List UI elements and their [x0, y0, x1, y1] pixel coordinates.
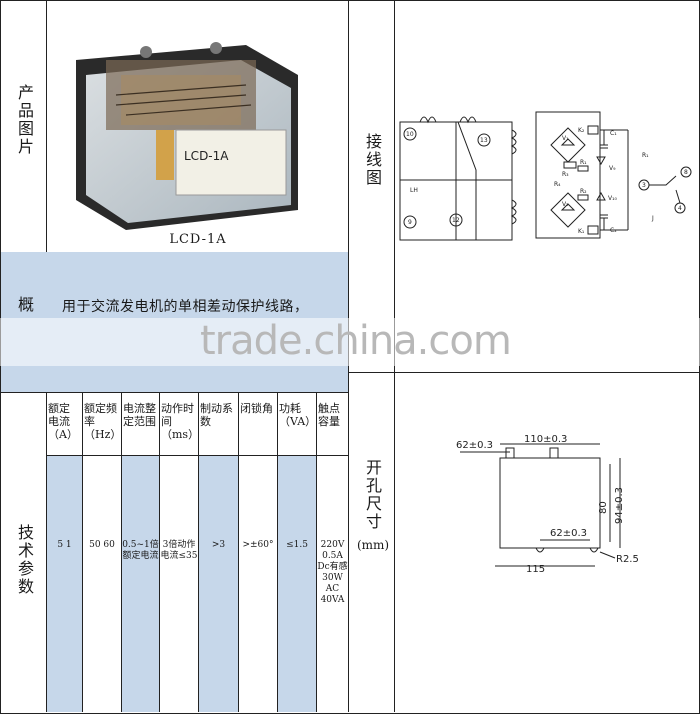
dim-height-outer: 94±0.3	[614, 487, 625, 524]
spec-value: >±60°	[242, 540, 274, 550]
j-label: J	[651, 215, 654, 222]
terminal-4: 4	[678, 205, 682, 212]
dim-bottom-inner: 62±0.3	[550, 528, 587, 539]
terminal-3: 3	[642, 182, 646, 189]
terminal-13: 13	[480, 137, 488, 144]
spec-value: ≤1.5	[286, 540, 308, 550]
spec-column: ≤1.5	[278, 456, 316, 712]
spec-header: 额定频率（Hz）	[84, 402, 122, 441]
dim-top-outer: 110±0.3	[524, 434, 567, 445]
spec-header: 功耗（VA）	[279, 402, 317, 428]
spec-column: 50 60	[83, 456, 121, 712]
grid-line	[159, 392, 160, 712]
grid-line	[316, 392, 317, 712]
watermark-text: trade.china.com	[200, 318, 512, 364]
spec-header: 闭锁角	[240, 402, 273, 415]
overview-text: 用于交流发电机的单相差动保护线路，	[62, 299, 309, 315]
product-caption: LCD-1A	[169, 232, 227, 247]
grid-line	[82, 392, 83, 712]
product-photo: LCD-1A	[76, 42, 298, 230]
r1b-label: R₁	[580, 159, 587, 166]
wiring-label: 接线图	[363, 133, 382, 187]
v1-label: V₁	[562, 135, 569, 142]
dim-radius: R2.5	[616, 554, 639, 565]
spec-column: >±60°	[239, 456, 277, 712]
spec-header: 额定电流（A）	[48, 402, 78, 441]
spec-value: 5 1	[57, 540, 72, 550]
overview-label: 概	[15, 296, 34, 314]
spec-value: 50 60	[89, 540, 115, 550]
grid-line	[238, 392, 239, 712]
r4-label: R₄	[554, 181, 561, 188]
spec-header: 触点容量	[318, 402, 340, 428]
cutout-diagram: 62±0.3 110±0.3 94±0.3 80 62±0.3 115 R2.5	[456, 434, 639, 575]
terminal-10: 10	[406, 131, 414, 138]
spec-column: 220V 0.5A Dc有感 30W AC 40VA	[317, 456, 348, 712]
grid-line	[46, 455, 348, 456]
dim-bottom-outer: 115	[526, 564, 545, 575]
tech-params-label: 技术参数	[15, 524, 34, 596]
terminal-8: 8	[684, 169, 688, 176]
v10-label: V₁₀	[608, 195, 618, 202]
lh-label: LH	[410, 187, 418, 194]
cutout-unit: (mm)	[356, 538, 390, 552]
spec-value: >3	[211, 540, 226, 550]
k2-label: K₂	[578, 127, 585, 134]
dim-top-width: 62±0.3	[456, 440, 493, 451]
dim-height-inner: 80	[598, 501, 609, 514]
watermark: trade.china.com	[0, 318, 700, 366]
r1-label: R₁	[642, 152, 649, 159]
spec-header: 电流整定范围	[123, 402, 156, 428]
wiring-diagram: 10 13 9 12 LH K₂ C₁ R₁ R₁ R₃ R₄ R₂ V₁ V₂…	[399, 111, 692, 241]
grid-line	[198, 392, 199, 712]
grid-line	[0, 392, 348, 393]
r3-label: R₃	[562, 171, 569, 178]
spec-header: 动作时间（ms）	[161, 402, 200, 441]
spec-value: 3倍动作电流≤35	[160, 540, 198, 561]
spec-column: >3	[199, 456, 238, 712]
spec-header: 制动系数	[200, 402, 233, 428]
spec-column: 5 1	[47, 456, 82, 712]
c2-label: C₂	[610, 227, 617, 234]
grid-line	[121, 392, 122, 712]
spec-column: 0.5~1倍额定电流	[122, 456, 159, 712]
spec-value: 220V 0.5A Dc有感 30W AC 40VA	[317, 540, 348, 605]
nameplate-text: LCD-1A	[184, 149, 229, 163]
terminal-9: 9	[408, 219, 412, 226]
c1-label: C₁	[610, 130, 617, 137]
product-image-label: 产品图片	[15, 84, 34, 156]
terminal-12: 12	[452, 217, 460, 224]
k1-label: K₁	[578, 228, 585, 235]
r2-label: R₂	[580, 188, 587, 195]
spec-value: 0.5~1倍额定电流	[122, 540, 159, 561]
v2-label: V₂	[562, 201, 569, 208]
grid-line	[277, 392, 278, 712]
spec-column: 3倍动作电流≤35	[160, 456, 198, 712]
cutout-label: 开孔尺寸	[363, 459, 382, 531]
grid-line	[348, 372, 700, 373]
v9-label: V₉	[609, 165, 616, 172]
